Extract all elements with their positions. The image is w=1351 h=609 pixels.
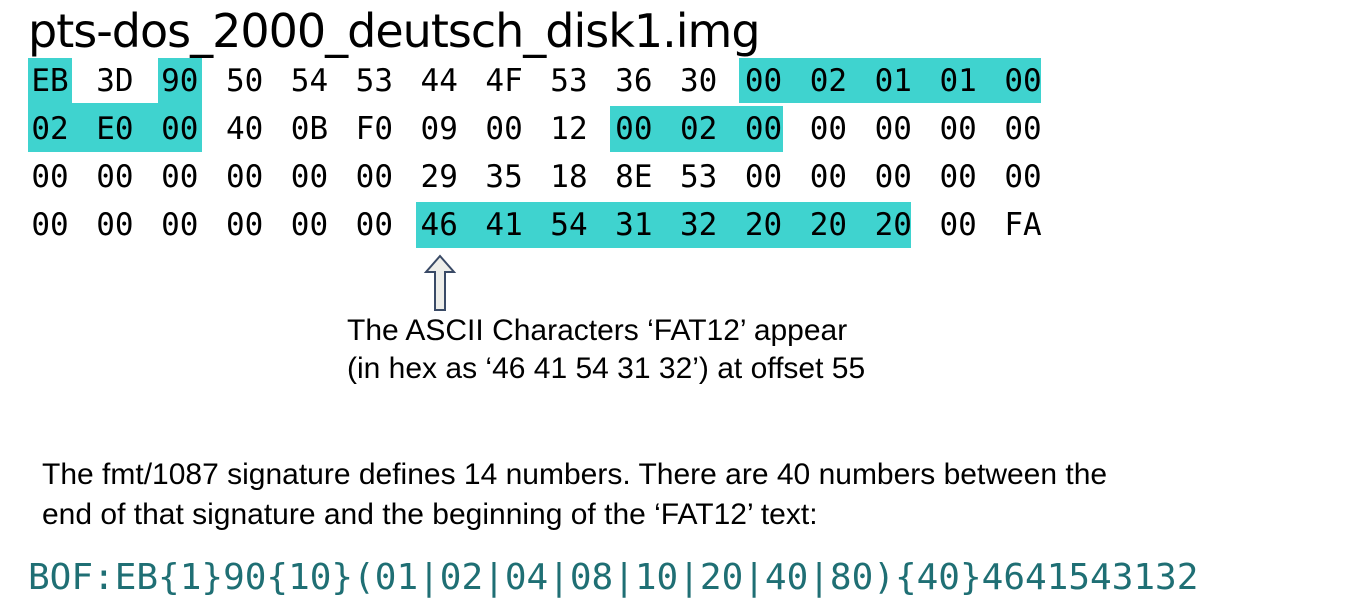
hex-byte: 35 (485, 159, 523, 195)
hex-byte: 02 (31, 111, 69, 147)
hex-byte: 53 (680, 159, 718, 195)
highlight-nop (158, 58, 202, 103)
signature-note: The fmt/1087 signature defines 14 number… (42, 455, 1107, 535)
up-arrow-icon (423, 254, 457, 311)
hex-byte: 32 (680, 207, 718, 243)
hex-byte: 00 (1004, 159, 1042, 195)
hex-byte: 00 (290, 207, 329, 243)
hex-byte: 54 (290, 63, 329, 99)
callout-line-2: (in hex as ‘46 41 54 31 32’) at offset 5… (347, 352, 866, 385)
hex-byte: 09 (420, 111, 458, 147)
hex-byte: 00 (615, 111, 653, 147)
hex-byte: 00 (161, 207, 199, 243)
pronom-signature: BOF:EB{1}90{10}(01|02|04|08|10|20|40|80)… (28, 557, 1199, 598)
hex-byte: 00 (355, 159, 393, 195)
callout-line-1: The ASCII Characters ‘FAT12’ appear (347, 314, 848, 347)
hex-byte: 54 (550, 207, 588, 243)
hex-byte: 8E (615, 159, 653, 195)
hex-byte: 18 (550, 159, 588, 195)
hex-byte: 02 (809, 63, 848, 99)
hex-byte: 50 (225, 63, 264, 99)
hex-byte: 41 (485, 207, 523, 243)
page-title: pts-dos_2000_deutsch_disk1.img (28, 4, 761, 58)
hex-byte: 12 (550, 111, 588, 147)
hex-byte: 40 (225, 111, 264, 147)
hex-byte: 90 (161, 63, 199, 99)
hex-byte: 29 (420, 159, 458, 195)
hex-byte: 00 (939, 111, 977, 147)
hex-byte: 00 (485, 111, 523, 147)
hex-byte: 00 (161, 111, 199, 147)
hex-byte: 00 (1004, 111, 1042, 147)
hex-byte: 00 (31, 159, 69, 195)
note-line-1: The fmt/1087 signature defines 14 number… (42, 458, 1108, 491)
hex-byte: 4F (485, 63, 523, 99)
hex-byte: 00 (31, 207, 69, 243)
hex-byte: 3D (96, 63, 134, 99)
highlight-bpb-row2-mid (610, 106, 783, 152)
highlight-bpb-row1 (739, 58, 1041, 103)
hex-byte: 20 (744, 207, 783, 243)
hex-byte: 00 (1004, 63, 1042, 99)
hex-byte: 00 (355, 207, 393, 243)
hex-byte: 00 (744, 159, 783, 195)
note-line-2: end of that signature and the beginning … (42, 498, 818, 531)
highlight-bpb-row2-start (28, 103, 202, 152)
hex-byte: E0 (96, 111, 134, 147)
hex-byte: 00 (809, 111, 848, 147)
hex-byte: 00 (874, 111, 912, 147)
hex-byte: 20 (874, 207, 912, 243)
hex-byte: 44 (420, 63, 458, 99)
hex-byte: 00 (96, 207, 134, 243)
hex-byte: 00 (96, 159, 134, 195)
hex-byte: 20 (809, 207, 848, 243)
hex-byte: 36 (615, 63, 653, 99)
hex-byte: 30 (680, 63, 718, 99)
fat12-callout: The ASCII Characters ‘FAT12’ appear (in … (347, 312, 865, 388)
highlight-jump-instruction (28, 58, 72, 103)
hex-byte: 00 (290, 159, 329, 195)
hex-byte: 00 (225, 207, 264, 243)
hex-byte: 0B (290, 111, 329, 147)
hex-byte: 46 (420, 207, 458, 243)
hex-byte: 00 (809, 159, 848, 195)
hex-byte: 00 (874, 159, 912, 195)
hex-byte: 00 (744, 111, 783, 147)
hex-byte: 53 (355, 63, 393, 99)
hex-byte: F0 (355, 111, 393, 147)
hex-byte: 00 (225, 159, 264, 195)
hex-byte: EB (31, 63, 69, 99)
hex-byte: 00 (939, 159, 977, 195)
hex-byte: 01 (939, 63, 977, 99)
highlight-fat12-text (416, 202, 911, 248)
hex-byte: 00 (939, 207, 977, 243)
hex-byte: 01 (874, 63, 912, 99)
hex-byte: 02 (680, 111, 718, 147)
hex-byte: 00 (744, 63, 783, 99)
hex-byte: 53 (550, 63, 588, 99)
hex-byte: 31 (615, 207, 653, 243)
hex-byte: FA (1004, 207, 1042, 243)
hex-byte: 00 (161, 159, 199, 195)
